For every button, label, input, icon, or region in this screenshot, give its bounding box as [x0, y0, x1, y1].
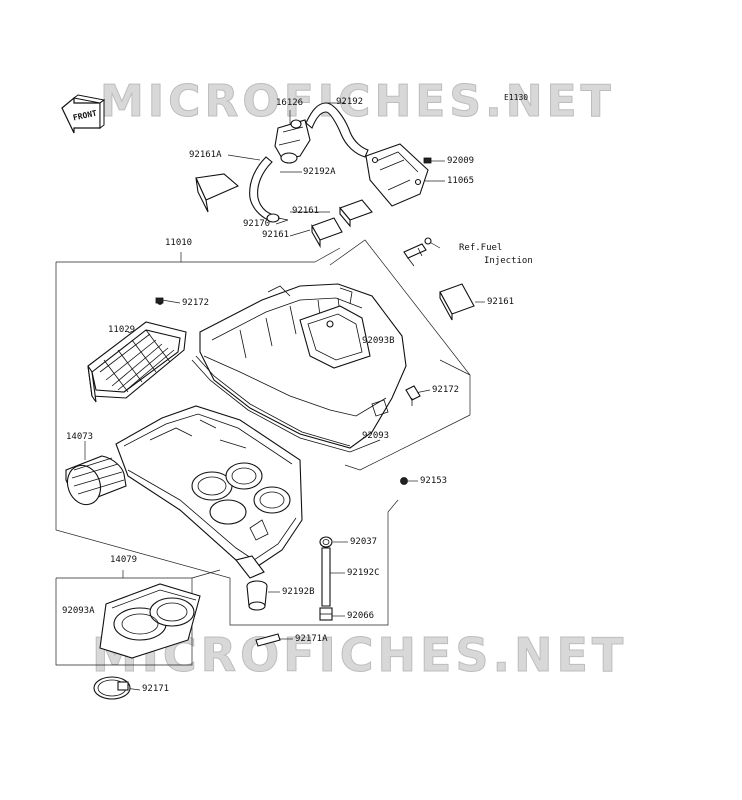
callout-92171: 92171 [142, 684, 170, 694]
pad-92161-b [311, 217, 343, 249]
callout-92066: 92066 [347, 611, 375, 621]
plug-92066 [319, 607, 333, 621]
callout-11065: 11065 [447, 176, 475, 186]
front-arrow-icon [61, 94, 106, 134]
diagram-code: E1130 [504, 93, 529, 102]
ref-note-line1: Ref.Fuel [459, 243, 503, 253]
callout-14073: 14073 [66, 432, 94, 442]
bolt-92172-upper [155, 297, 164, 304]
callout-92161-upper: 92161 [292, 206, 320, 216]
cover-11065 [365, 143, 429, 207]
callout-92153: 92153 [420, 476, 448, 486]
gasket-92093 [191, 355, 381, 453]
callout-92172-upper: 92172 [182, 298, 210, 308]
watermark-top: MICROFICHES.NET [100, 76, 615, 128]
callout-11010: 11010 [165, 238, 193, 248]
callout-16126: 16126 [276, 98, 304, 108]
callout-92171A: 92171A [295, 634, 328, 644]
callout-92093: 92093 [362, 431, 390, 441]
callout-11029: 11029 [108, 325, 136, 335]
callout-92161-middle: 92161 [262, 230, 290, 240]
intake-duct-14073 [65, 455, 127, 506]
callout-92172-right: 92172 [432, 385, 460, 395]
clamp-92170 [266, 213, 289, 223]
callout-92161A: 92161A [189, 150, 222, 160]
pad-92161-c [439, 283, 475, 321]
callout-92170: 92170 [243, 219, 271, 229]
clamp-92037 [319, 536, 333, 548]
drain-plug-92192B [246, 580, 268, 611]
air-cleaner-lower-housing [115, 405, 303, 579]
ref-note-line2: Injection [484, 256, 533, 266]
callout-92093B: 92093B [362, 336, 395, 346]
air-cleaner-upper-housing [199, 283, 407, 449]
callout-92037: 92037 [350, 537, 378, 547]
clamp-92171A [255, 633, 281, 647]
hose-92192A [249, 156, 273, 221]
pad-92161-a [339, 199, 373, 228]
hose-92192C [321, 547, 331, 607]
hose-92192 [305, 102, 369, 158]
callout-92192A: 92192A [303, 167, 336, 177]
bolt-92172-right [405, 385, 421, 406]
callout-92192: 92192 [336, 97, 364, 107]
callout-92009: 92009 [447, 156, 475, 166]
vacuum-valve-16126 [274, 119, 311, 164]
clamp-92171 [93, 676, 131, 700]
callout-14079: 14079 [110, 555, 138, 565]
callout-92192C: 92192C [347, 568, 380, 578]
bolt-92009 [423, 157, 432, 164]
sensor-ref-fuel-injection [403, 237, 432, 267]
bolt-92153 [400, 477, 408, 485]
duct-assembly-14079 [99, 583, 201, 659]
air-filter-element [87, 299, 187, 403]
callout-92161-right: 92161 [487, 297, 515, 307]
callout-92093A: 92093A [62, 606, 95, 616]
bracket-92161A [195, 173, 240, 213]
callout-92192B: 92192B [282, 587, 315, 597]
